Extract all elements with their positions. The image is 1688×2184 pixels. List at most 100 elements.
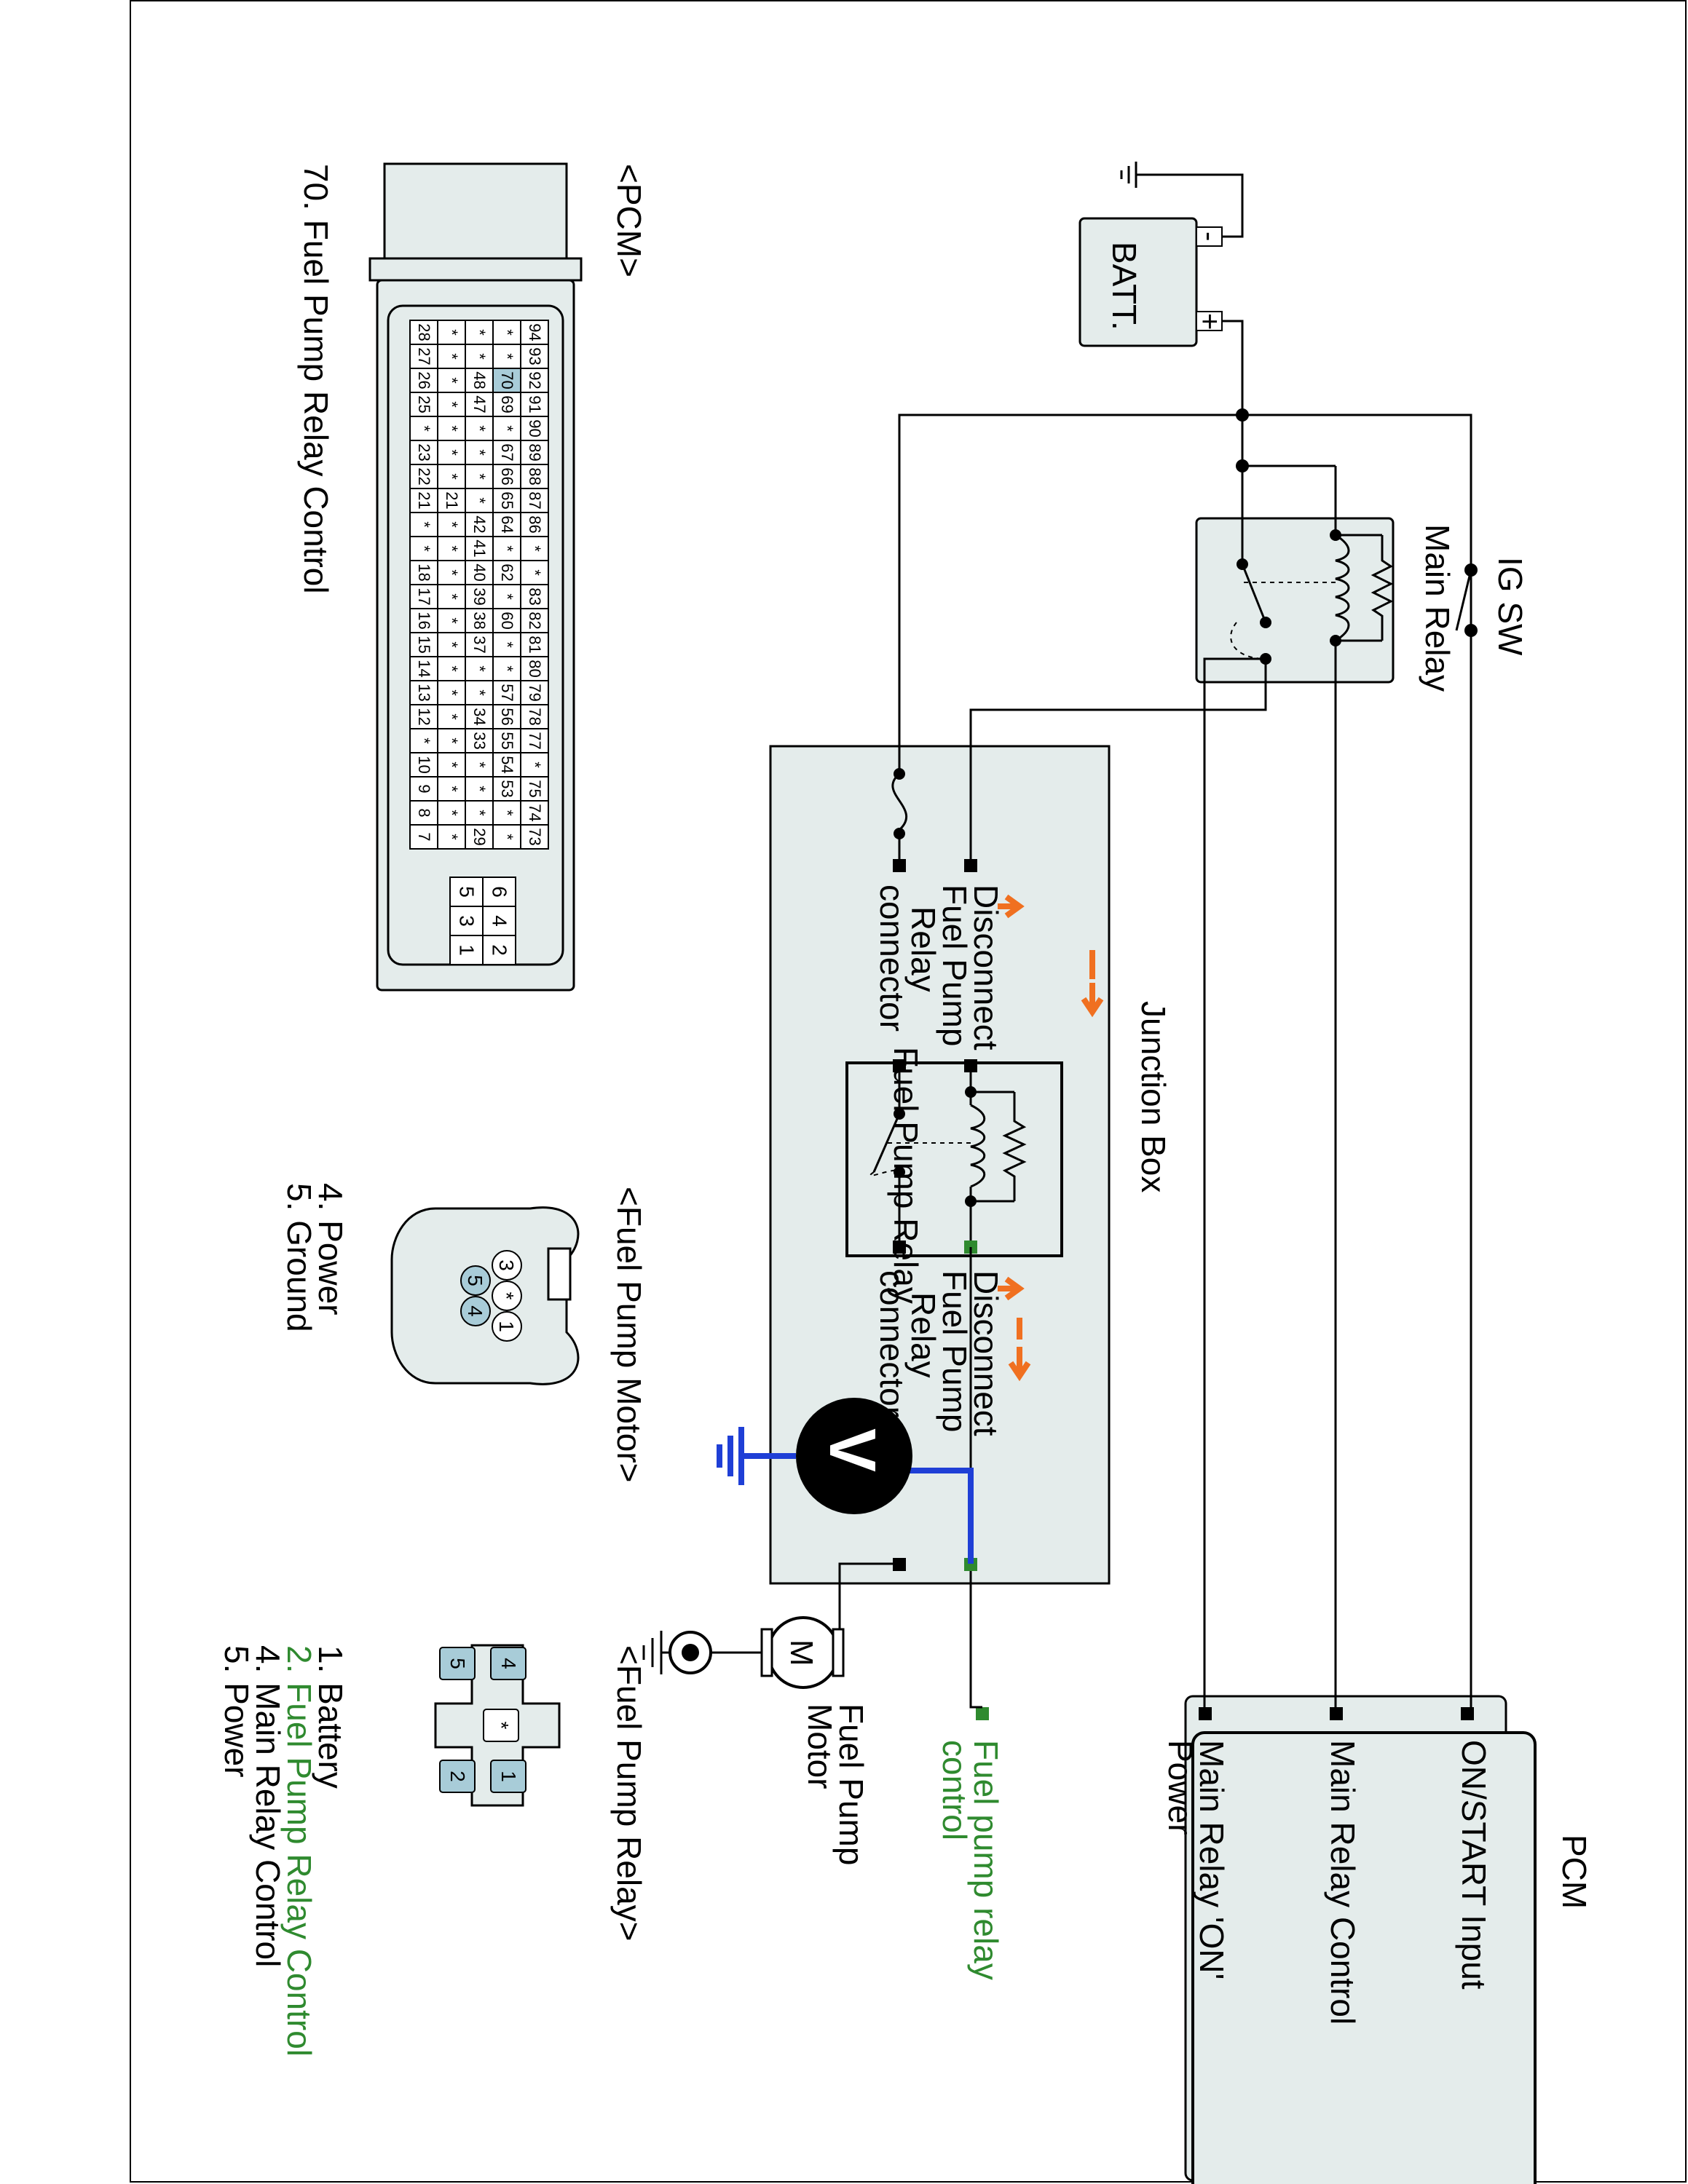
pcm-pin-label: 82: [526, 612, 544, 629]
relay-pin: [483, 1709, 519, 1742]
voltmeter: [796, 1398, 912, 1514]
jb-terminal: [893, 859, 906, 872]
pcm-pin-label: *: [443, 665, 461, 672]
pcm-terminal: [1461, 1707, 1474, 1720]
relay-pin-label: 2: [446, 1770, 469, 1782]
pcm-pin-label: *: [498, 353, 516, 360]
motor-ground-node-inner: [682, 1644, 699, 1661]
pcm-pin-label: 25: [415, 395, 433, 413]
pcm-pin-label: *: [443, 786, 461, 792]
pcm-pin-label: 62: [498, 563, 516, 581]
pcm-pin-label: 81: [526, 636, 544, 653]
disconnect-label-line4: connector: [873, 885, 911, 1032]
pcm-small-pin-label: 3: [456, 915, 478, 927]
pcm-pin-label: *: [470, 329, 489, 336]
main-relay-out-wire: [1203, 657, 1266, 1707]
disconnect-arrow-down: [1081, 950, 1104, 1018]
main-relay-coil-leads: [1336, 534, 1382, 642]
pcm-pin-label: *: [415, 545, 433, 552]
pcm-pin-label: 86: [526, 515, 544, 533]
disconnect-label-line3: Relay: [904, 906, 942, 992]
pcm-pin-label: 47: [470, 395, 489, 413]
pcm-pin-label: 80: [526, 660, 544, 677]
motor-pin-label: 5: [464, 1275, 486, 1286]
pcm-pin-label: *: [443, 737, 461, 744]
relay-pin-label: 1: [497, 1770, 520, 1782]
pcm-connector-latch: [383, 162, 568, 274]
pcm-pin-label: 37: [470, 636, 489, 653]
pcm-pin-label: 54: [498, 756, 516, 773]
pcm-pin-label: *: [470, 425, 489, 432]
fpr-node: [965, 1086, 977, 1098]
ig-sw-contact: [1464, 624, 1478, 637]
disconnect-label-line1: Disconnect: [967, 885, 1005, 1051]
main-relay-resistor: [1370, 535, 1394, 641]
pcm-connector-caption: 70. Fuel Pump Relay Control: [297, 164, 335, 594]
pcm-pin-label: *: [415, 737, 433, 744]
pcm-pin-label: *: [443, 377, 461, 384]
pcm-pin-label: 77: [526, 732, 544, 749]
pcm-connector: <PCM> 70. Fuel Pump Relay Control 949392…: [297, 162, 648, 992]
relay-connector-title: <Fuel Pump Relay>: [610, 1645, 648, 1942]
motor-pin: [492, 1311, 522, 1342]
main-relay-label: Main Relay: [1419, 524, 1456, 692]
pcm-pin-label: 18: [415, 563, 433, 581]
pcm-pin-main-relay-control: Main Relay Control: [1324, 1740, 1362, 2025]
pcm-pin-label: 57: [498, 684, 516, 701]
pcm-pin-label: 13: [415, 684, 433, 701]
motor-pin: [460, 1296, 491, 1326]
ground-icon: [1120, 162, 1137, 188]
relay-pin-label: 4: [497, 1658, 520, 1669]
motor-connector-pins: 3*154: [460, 1250, 522, 1342]
pcm-pin-label: *: [470, 353, 489, 360]
disconnect-arrow2-down: [1008, 1318, 1031, 1382]
motor-pin: [492, 1281, 522, 1311]
battery-label: BATT.: [1105, 242, 1143, 331]
pcm-pin-label: 70: [498, 371, 516, 389]
pcm-pin-label: 75: [526, 780, 544, 797]
pcm-pin-grid: 949392919089888786**83828180797877*75747…: [409, 320, 549, 850]
pcm-pin-label: 66: [498, 467, 516, 485]
pcm-small-pin: [449, 935, 484, 965]
pcm-pin-label: 94: [526, 323, 544, 341]
relay-legend-2: 2. Fuel Pump Relay Control: [280, 1645, 318, 2057]
motor-ground-icon: [642, 1631, 670, 1674]
pcm-terminal: [1199, 1707, 1212, 1720]
pcm-pin-label: *: [443, 545, 461, 552]
motor-legend-1: 4. Power: [312, 1183, 350, 1315]
pcm-pin-main-relay-on-power: Main Relay 'ON': [1193, 1740, 1231, 1979]
pcm-pin-label: *: [498, 810, 516, 816]
pcm-pin-label: 69: [498, 395, 516, 413]
circuit-diagram: Junction Box PCM ON/START Input Main Rel…: [642, 162, 1593, 2184]
motor-pin: [460, 1265, 491, 1296]
pcm-small-pin-label: 6: [489, 886, 511, 898]
pcm-small-pin-label: 2: [489, 944, 511, 956]
pcm-pin-label: 87: [526, 491, 544, 509]
pcm-pin-label: 78: [526, 708, 544, 725]
fuel-pump-relay-label: Fuel Pump Relay: [887, 1047, 925, 1304]
pcm-pin-label: 60: [498, 612, 516, 629]
pcm-pin-label: *: [470, 810, 489, 816]
pcm-pin-label: 64: [498, 515, 516, 533]
pcm-pin-label: 38: [470, 612, 489, 629]
pcm-pin-label: *: [443, 521, 461, 528]
pcm-connector-title: <PCM>: [610, 164, 648, 277]
pcm-connector-flange: [368, 257, 583, 282]
pcm-pin-label: *: [498, 665, 516, 672]
pcm-pin-label: *: [443, 641, 461, 648]
fuse-icon: [891, 772, 908, 864]
supply-bus-wire: [898, 414, 1242, 774]
pcm-pin-label: 89: [526, 443, 544, 461]
pcm-pin-label: 28: [415, 323, 433, 341]
pcm-pin-fuel-pump-relay-control: Fuel pump relay: [967, 1740, 1005, 1980]
junction-box-label: Junction Box: [1135, 1001, 1172, 1192]
pcm-pin-label: 23: [415, 443, 433, 461]
ig-sw-blade: [1455, 569, 1472, 631]
pcm-pin-label: *: [443, 449, 461, 456]
pcm-pin-label: 88: [526, 467, 544, 485]
pcm-pin-label: *: [526, 761, 544, 768]
pcm-pin-label: *: [415, 521, 433, 528]
fpr-terminal: [893, 1059, 906, 1072]
